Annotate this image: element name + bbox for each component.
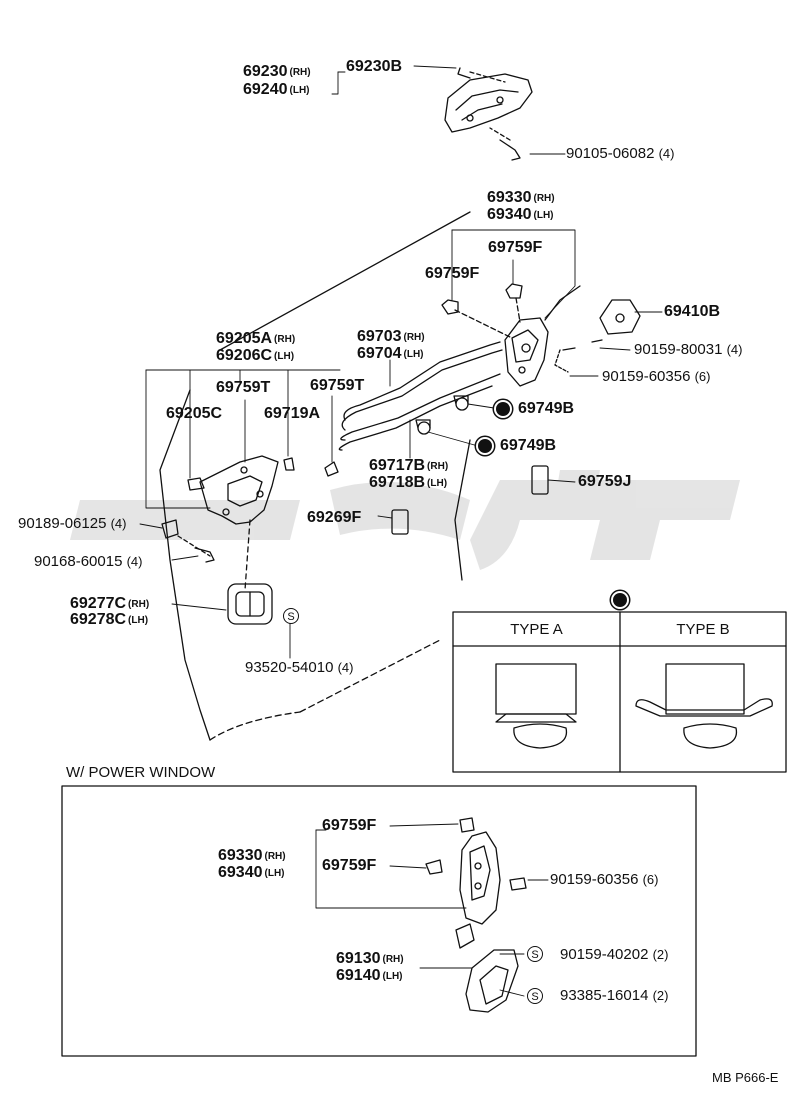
- label-69759T-left: 69759T: [216, 379, 271, 396]
- label-69759F-left: 69759F: [425, 265, 480, 282]
- label-69759J: 69759J: [578, 473, 632, 490]
- type-marker-dot-box: [613, 593, 627, 607]
- label-69749B-lower: 69749B: [500, 437, 557, 454]
- handle-bezel: [227, 583, 273, 625]
- label-69240: 69240(LH): [243, 81, 310, 98]
- label-69277C: 69277C(RH): [70, 595, 150, 612]
- inside-handle-bracket: [187, 455, 279, 525]
- label-69205C: 69205C: [166, 405, 223, 422]
- door-outline: [159, 211, 471, 741]
- label-93520-54010: 93520-54010 (4): [245, 659, 354, 676]
- label-93385-16014: 93385-16014 (2): [560, 987, 669, 1004]
- power-window-section-title: W/ POWER WINDOW: [66, 764, 216, 781]
- label-69749B-upper: 69749B: [518, 400, 575, 417]
- label-90159-80031: 90159-80031 (4): [634, 341, 743, 358]
- type-b-header: TYPE B: [676, 621, 730, 638]
- label-69330-pw: 69330(RH): [218, 847, 286, 864]
- type-legend-box: [452, 611, 787, 773]
- label-69759F-pw-lower: 69759F: [322, 857, 377, 874]
- label-69704: 69704(LH): [357, 345, 424, 362]
- label-69759T-right: 69759T: [310, 377, 365, 394]
- label-69330-top: 69330(RH): [487, 189, 555, 206]
- type-a-header: TYPE A: [510, 621, 563, 638]
- label-69340-pw: 69340(LH): [218, 864, 285, 881]
- label-69230: 69230(RH): [243, 63, 311, 80]
- label-69278C: 69278C(LH): [70, 611, 149, 628]
- label-69340-top: 69340(LH): [487, 206, 554, 223]
- type-marker-dot-lower: [478, 439, 492, 453]
- striker: [599, 299, 641, 335]
- label-90159-60356-top: 90159-60356 (6): [602, 368, 711, 385]
- s-symbol-93520: S: [283, 608, 299, 624]
- label-69130: 69130(RH): [336, 950, 404, 967]
- door-lock-assembly: [504, 285, 581, 387]
- label-69718B: 69718B(LH): [369, 474, 448, 491]
- label-69230B: 69230B: [346, 58, 403, 75]
- label-90189-06125: 90189-06125 (4): [18, 515, 127, 532]
- label-69717B: 69717B(RH): [369, 457, 449, 474]
- diagram-reference-code: MB P666-E: [712, 1070, 779, 1085]
- label-90168-60015: 90168-60015 (4): [34, 553, 143, 570]
- label-69719A: 69719A: [264, 405, 321, 422]
- label-69205A: 69205A(RH): [216, 330, 296, 347]
- power-window-box: [61, 785, 697, 1057]
- label-90159-40202: 90159-40202 (2): [560, 946, 669, 963]
- lock-rods: [338, 341, 503, 451]
- label-69269F: 69269F: [307, 509, 362, 526]
- label-69759F-pw-upper: 69759F: [322, 817, 377, 834]
- s-symbol-93385: S: [527, 988, 543, 1004]
- type-marker-dot-upper: [496, 402, 510, 416]
- label-69206C: 69206C(LH): [216, 347, 295, 364]
- label-69759F-upper: 69759F: [488, 239, 543, 256]
- power-window-lock: [425, 817, 527, 1013]
- label-90105-06082: 90105-06082 (4): [566, 145, 675, 162]
- outside-handle: [444, 67, 533, 161]
- label-69410B: 69410B: [664, 303, 721, 320]
- s-symbol-90159-40202: S: [527, 946, 543, 962]
- label-90159-60356-pw: 90159-60356 (6): [550, 871, 659, 888]
- label-69140: 69140(LH): [336, 967, 403, 984]
- label-69703: 69703(RH): [357, 328, 425, 345]
- watermark: [70, 470, 740, 570]
